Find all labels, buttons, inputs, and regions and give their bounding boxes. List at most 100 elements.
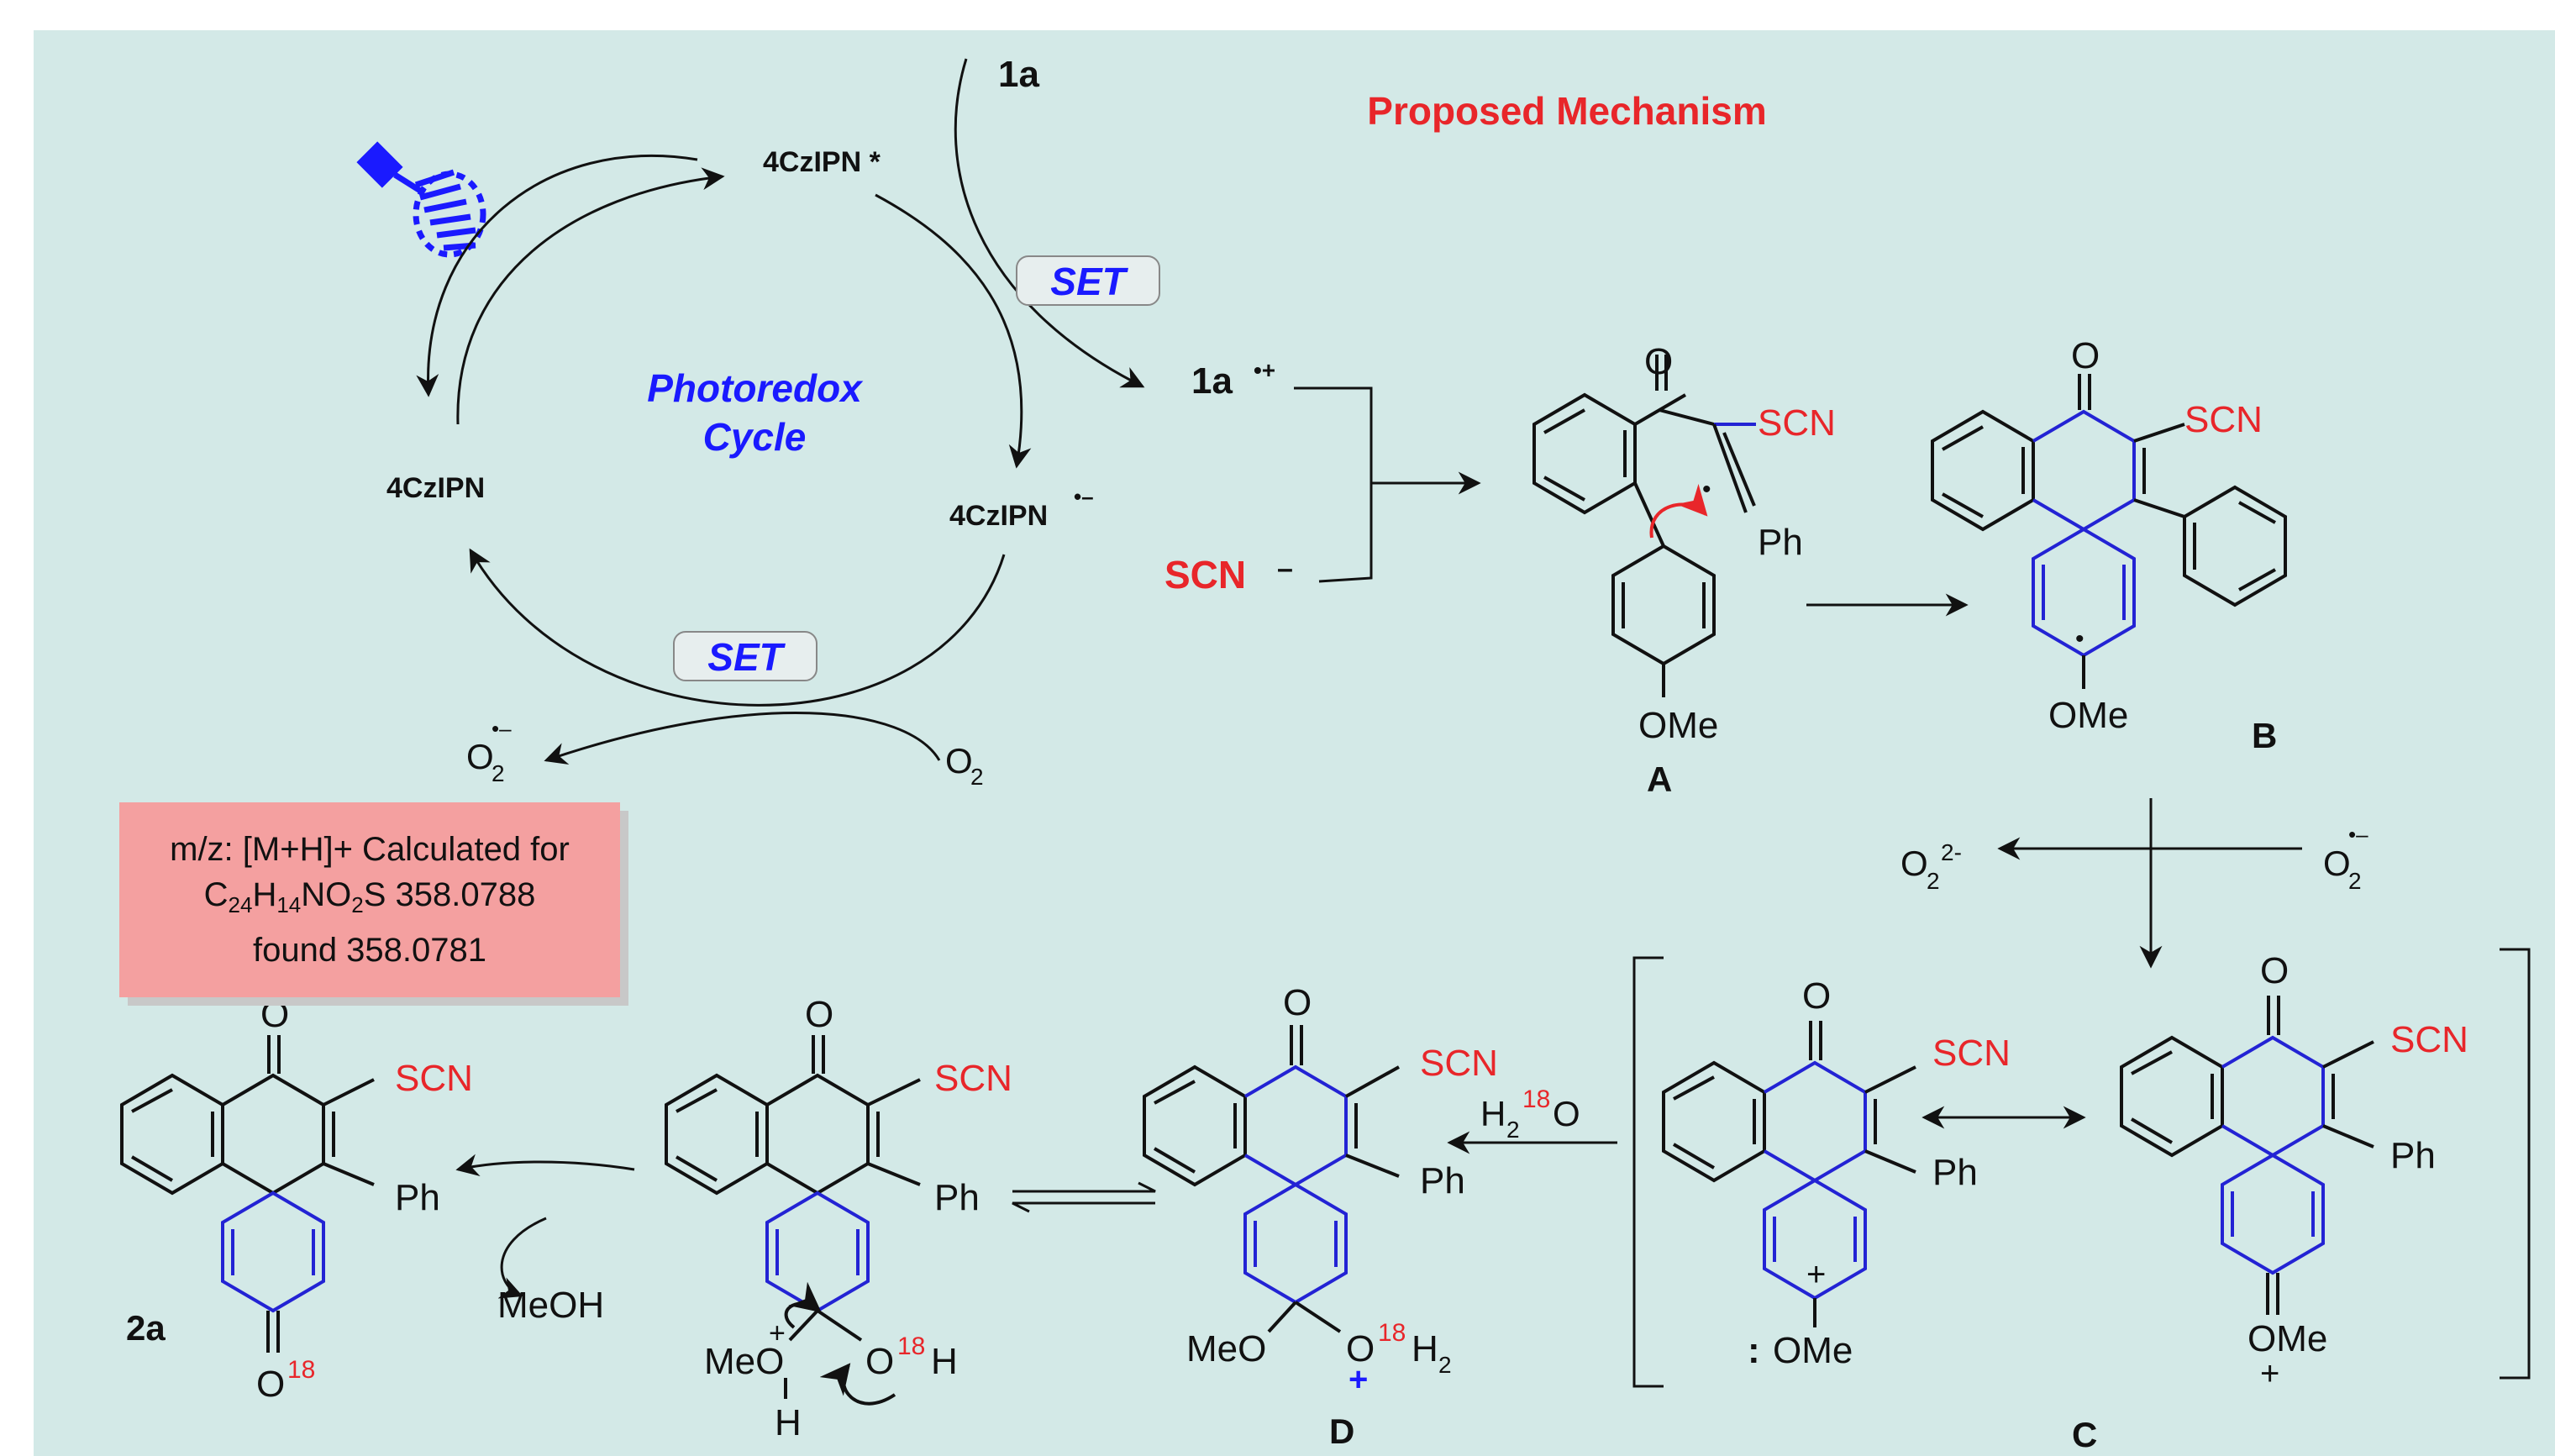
hemiketal-O18H: O 18 H xyxy=(865,1332,958,1382)
D-carbonyl-O: O xyxy=(1283,982,1312,1023)
hrms-line3: found 358.0781 xyxy=(252,932,487,969)
svg-text:O: O xyxy=(1553,1094,1580,1133)
svg-text:•–: •– xyxy=(2348,822,2368,847)
svg-text:H: H xyxy=(931,1341,958,1382)
B-radical-dot: • xyxy=(2075,625,2084,653)
set-badge-bottom: SET xyxy=(673,631,817,681)
intermediate-C-brackets xyxy=(1632,948,2531,1388)
hemiketal-H: H xyxy=(775,1402,802,1443)
D-Ph: Ph xyxy=(1420,1160,1465,1201)
reduced-photocatalyst-charge: •– xyxy=(1074,484,1094,509)
superoxide-B-label: O 2 •– xyxy=(2323,822,2368,894)
svg-text:O: O xyxy=(865,1341,894,1382)
product-SCN: SCN xyxy=(395,1058,473,1099)
C1-Ph: Ph xyxy=(1932,1152,1978,1193)
radical-cation-label: 1a xyxy=(1191,360,1233,402)
radical-cation-charge: •+ xyxy=(1254,357,1275,383)
svg-text:2: 2 xyxy=(1927,868,1940,894)
hemiketal-structure xyxy=(665,1035,921,1399)
thiocyanate-anion-charge: – xyxy=(1277,553,1293,585)
set-badge-top: SET xyxy=(1016,255,1160,306)
C2-Ph: Ph xyxy=(2390,1135,2436,1176)
intermediate-D-structure xyxy=(1143,1025,1400,1333)
hrms-box: m/z: [M+H]+ Calculated for C24H14NO2S 35… xyxy=(119,802,620,997)
D-plus: + xyxy=(1348,1361,1368,1398)
C-resonance-form-2 xyxy=(2120,996,2374,1315)
hemiketal-plus: + xyxy=(769,1317,786,1349)
D-SCN: SCN xyxy=(1420,1043,1498,1084)
reactant-1a-label: 1a xyxy=(998,54,1039,95)
svg-text:2: 2 xyxy=(492,760,505,786)
set-label-top: SET xyxy=(1050,260,1128,303)
C1-carbonyl-O: O xyxy=(1802,975,1831,1017)
C1-OMe: OMe xyxy=(1773,1330,1853,1371)
product-carbonyl-O: O xyxy=(260,994,289,1035)
hrms-line2: C24H14NO2S 358.0788 xyxy=(203,876,536,917)
intermediate-D-label: D xyxy=(1329,1411,1354,1451)
svg-text:2: 2 xyxy=(1438,1352,1452,1378)
A-Ph: Ph xyxy=(1758,522,1803,563)
svg-text:2: 2 xyxy=(2348,868,2362,894)
A-SCN: SCN xyxy=(1758,402,1836,444)
superoxide-label: O 2 •– xyxy=(466,716,512,786)
peroxide-label: O 2 2- xyxy=(1900,839,1962,894)
hemiketal-MeO: MeO xyxy=(704,1341,784,1382)
B-carbonyl-O: O xyxy=(2071,335,2100,376)
cycle-name-line2: Cycle xyxy=(703,415,807,459)
ground-photocatalyst-label: 4CzIPN xyxy=(386,472,485,504)
svg-text:O: O xyxy=(945,741,973,781)
C1-SCN: SCN xyxy=(1932,1033,2011,1074)
water-18O-label: H 2 18 O xyxy=(1480,1085,1580,1143)
set-label-bottom: SET xyxy=(707,635,786,679)
C2-SCN: SCN xyxy=(2390,1019,2468,1060)
radical-arrow-A xyxy=(1649,483,1708,539)
B-SCN: SCN xyxy=(2184,399,2263,440)
intermediate-C-label: C xyxy=(2072,1415,2097,1454)
svg-text:O: O xyxy=(256,1364,285,1405)
A-OMe: OMe xyxy=(1638,705,1718,746)
hemiketal-curved-arrows xyxy=(784,1281,896,1406)
svg-text:2: 2 xyxy=(970,764,984,790)
cycle-name-line1: Photoredox xyxy=(647,366,864,410)
product-2a-structure xyxy=(120,1035,375,1353)
equilibrium-arrows xyxy=(1012,1181,1156,1213)
C2-plus: + xyxy=(2260,1355,2279,1392)
svg-text:18: 18 xyxy=(1522,1085,1550,1113)
A-radical-dot: • xyxy=(1702,476,1711,503)
arrow-to-product xyxy=(455,1154,635,1299)
svg-text:18: 18 xyxy=(1378,1319,1406,1347)
A-carbonyl-O: O xyxy=(1644,341,1673,382)
svg-text:•–: •– xyxy=(492,716,512,741)
figure-title: Proposed Mechanism xyxy=(1367,89,1766,133)
cycle-arrows xyxy=(416,58,1145,765)
svg-text:2: 2 xyxy=(1506,1117,1520,1143)
svg-text:H: H xyxy=(1412,1328,1438,1369)
C2-OMe: OMe xyxy=(2247,1318,2327,1359)
C1-lone-pair: : xyxy=(1748,1330,1760,1371)
lamp-icon xyxy=(356,141,486,258)
svg-text:2-: 2- xyxy=(1941,839,1962,865)
hemiketal-SCN: SCN xyxy=(934,1058,1012,1099)
svg-text:O: O xyxy=(2323,844,2351,883)
intermediate-B-structure xyxy=(1931,374,2287,689)
svg-text:O: O xyxy=(1900,844,1928,883)
D-O18H2: O 18 H 2 xyxy=(1346,1319,1452,1378)
D-MeO: MeO xyxy=(1186,1328,1266,1369)
combine-bracket xyxy=(1294,386,1481,583)
product-Ph: Ph xyxy=(395,1177,440,1218)
hemiketal-carbonyl-O: O xyxy=(805,994,833,1035)
svg-text:18: 18 xyxy=(287,1356,315,1384)
C1-plus: + xyxy=(1806,1256,1826,1293)
C2-carbonyl-O: O xyxy=(2260,950,2289,991)
reduced-photocatalyst-label: 4CzIPN xyxy=(949,500,1048,532)
hemiketal-Ph: Ph xyxy=(934,1177,980,1218)
svg-text:H: H xyxy=(1480,1094,1506,1133)
thiocyanate-anion-label: SCN xyxy=(1164,553,1246,597)
intermediate-A-structure xyxy=(1532,355,1756,697)
hrms-line1: m/z: [M+H]+ Calculated for xyxy=(170,831,570,868)
product-O18: O 18 xyxy=(256,1356,315,1405)
intermediate-B-label: B xyxy=(2252,716,2277,755)
C-resonance-form-1 xyxy=(1662,1021,1916,1327)
